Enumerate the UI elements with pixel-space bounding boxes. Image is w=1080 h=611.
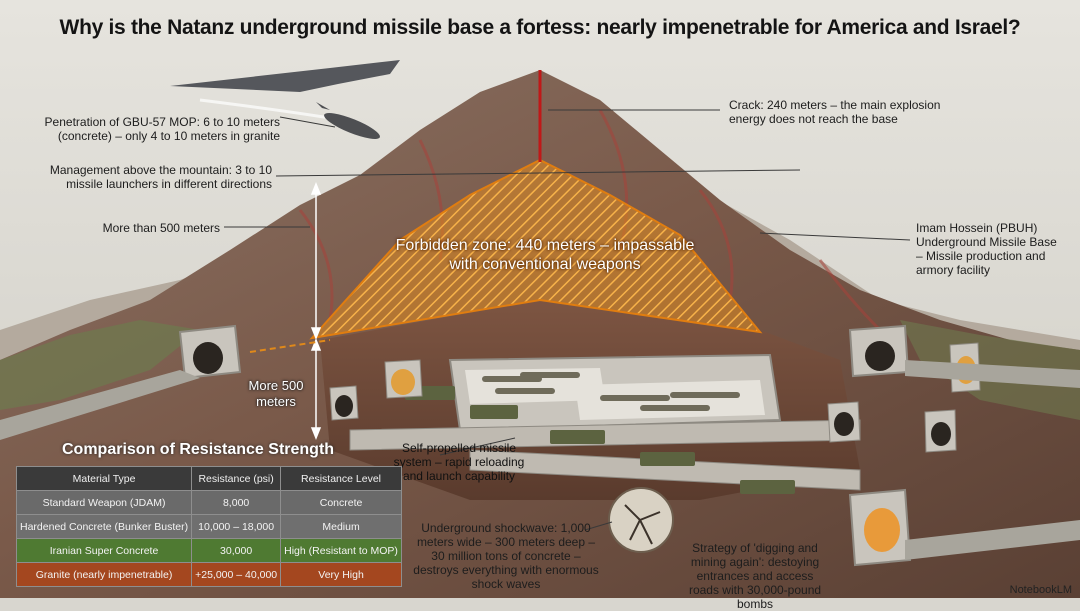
table-row: Hardened Concrete (Bunker Buster) 10,000… <box>15 514 402 539</box>
cell-psi: 30,000 <box>191 538 282 563</box>
self-propelled-callout: Self-propelled missile system – rapid re… <box>393 441 525 483</box>
cell-level: High (Resistant to MOP) <box>280 538 402 563</box>
crater-cracks <box>624 504 661 545</box>
strategy-callout: Strategy of 'digging and mining again': … <box>688 541 822 611</box>
depth-label: More 500 meters <box>248 378 304 409</box>
left-road <box>0 370 200 440</box>
lower-road <box>905 520 1080 560</box>
bunker-buster-bomb <box>316 102 380 139</box>
crack-callout: Crack: 240 meters – the main explosion e… <box>729 98 941 126</box>
resistance-table: Material Type Resistance (psi) Resistanc… <box>15 466 402 587</box>
page-title: Why is the Natanz underground missile ba… <box>59 16 1021 39</box>
rock-veins <box>298 109 882 332</box>
table-row: Iranian Super Concrete 30,000 High (Resi… <box>15 538 402 563</box>
cell-material: Granite (nearly impenetrable) <box>15 562 193 587</box>
header-material: Material Type <box>15 466 193 491</box>
cell-level: Very High <box>280 562 402 587</box>
cell-material: Standard Weapon (JDAM) <box>15 490 193 515</box>
more-than-500-callout: More than 500 meters <box>102 221 220 235</box>
forbidden-zone <box>309 158 763 340</box>
table-row: Standard Weapon (JDAM) 8,000 Concrete <box>15 490 402 515</box>
management-callout: Management above the mountain: 3 to 10 m… <box>49 163 272 191</box>
base-callout: Imam Hossein (PBUH) Underground Missile … <box>916 221 1057 277</box>
brand-watermark: NotebookLM <box>1009 584 1072 596</box>
table-header-row: Material Type Resistance (psi) Resistanc… <box>15 466 402 491</box>
missile-facility <box>349 353 861 494</box>
stealth-bomber <box>170 60 400 92</box>
left-slope <box>0 320 200 410</box>
table-row: Granite (nearly impenetrable) +25,000 – … <box>15 562 402 587</box>
contrail <box>199 98 331 120</box>
header-psi: Resistance (psi) <box>191 466 282 491</box>
depth-arrows <box>310 181 322 441</box>
shockwave-callout: Underground shockwave: 1,000 meters wide… <box>413 521 599 591</box>
cell-psi: +25,000 – 40,000 <box>191 562 282 587</box>
cell-material: Iranian Super Concrete <box>15 538 193 563</box>
cell-level: Concrete <box>280 490 402 515</box>
cell-level: Medium <box>280 514 402 539</box>
comparison-title: Comparison of Resistance Strength <box>62 441 335 458</box>
cell-psi: 8,000 <box>191 490 282 515</box>
header-level: Resistance Level <box>280 466 402 491</box>
leader-lines <box>224 109 911 531</box>
forbidden-zone-label: Forbidden zone: 440 meters – impassable … <box>395 237 695 273</box>
cell-material: Hardened Concrete (Bunker Buster) <box>15 514 193 539</box>
surface-line <box>249 339 331 353</box>
penetration-callout: Penetration of GBU-57 MOP: 6 to 10 meter… <box>44 115 280 143</box>
right-road <box>905 360 1080 388</box>
cell-psi: 10,000 – 18,000 <box>191 514 282 539</box>
